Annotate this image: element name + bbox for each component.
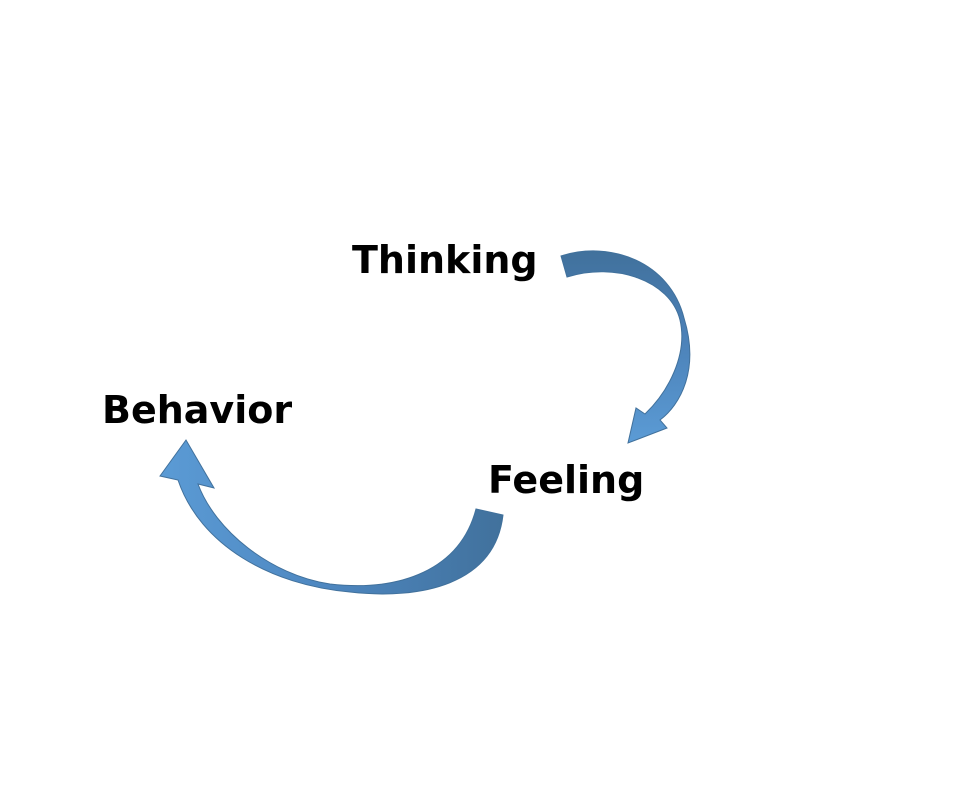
node-feeling: Feeling bbox=[488, 458, 645, 502]
node-thinking: Thinking bbox=[352, 238, 538, 282]
arrow-feeling-to-behavior bbox=[159, 439, 504, 595]
arrow-thinking-to-feeling bbox=[560, 250, 691, 444]
node-behavior: Behavior bbox=[102, 388, 293, 432]
